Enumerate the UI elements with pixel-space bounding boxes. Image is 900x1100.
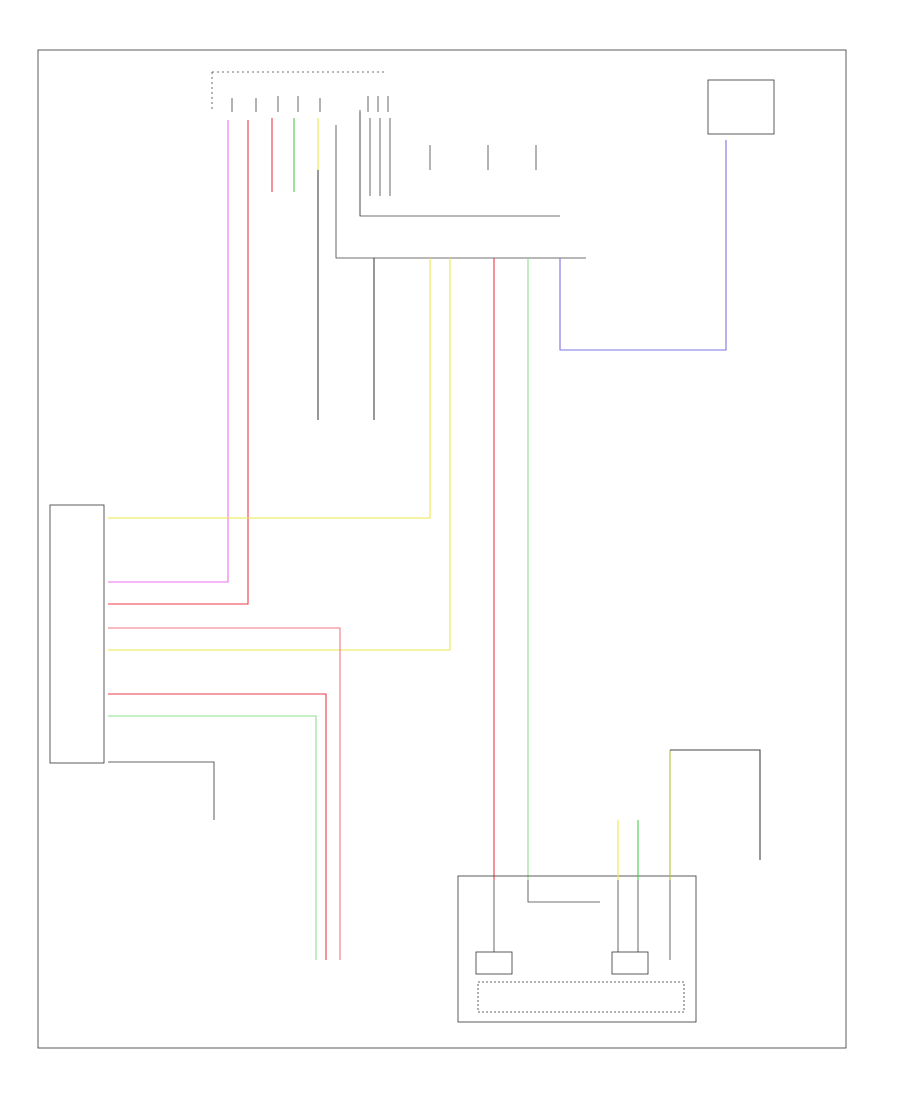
top-upper-stubs <box>359 112 391 216</box>
top-stubs <box>231 96 537 170</box>
wire-red-1 <box>108 120 249 605</box>
wire-yellow-mid-2 <box>108 258 451 651</box>
wire-green-module <box>108 715 317 960</box>
module-box <box>49 504 105 764</box>
wire-red-module-b <box>108 693 327 960</box>
bottom-right-relay <box>611 951 649 975</box>
top-connector-bracket <box>211 71 385 112</box>
junction-bus-lower <box>335 125 586 259</box>
wire-black-right <box>670 749 761 860</box>
bottom-assembly-box <box>457 875 697 1023</box>
bottom-inner-box <box>477 981 685 1013</box>
wire-red-module-a <box>108 627 341 960</box>
module-ground-wire <box>108 761 215 820</box>
wire-yellow-mid-1 <box>108 258 431 519</box>
assembly-internal-lines <box>493 880 671 960</box>
diagram-frame <box>37 49 847 1049</box>
top-right-fuse-box <box>707 79 775 135</box>
wire-pink <box>108 120 229 583</box>
bottom-left-relay <box>475 951 513 975</box>
wire-violet <box>559 140 727 351</box>
